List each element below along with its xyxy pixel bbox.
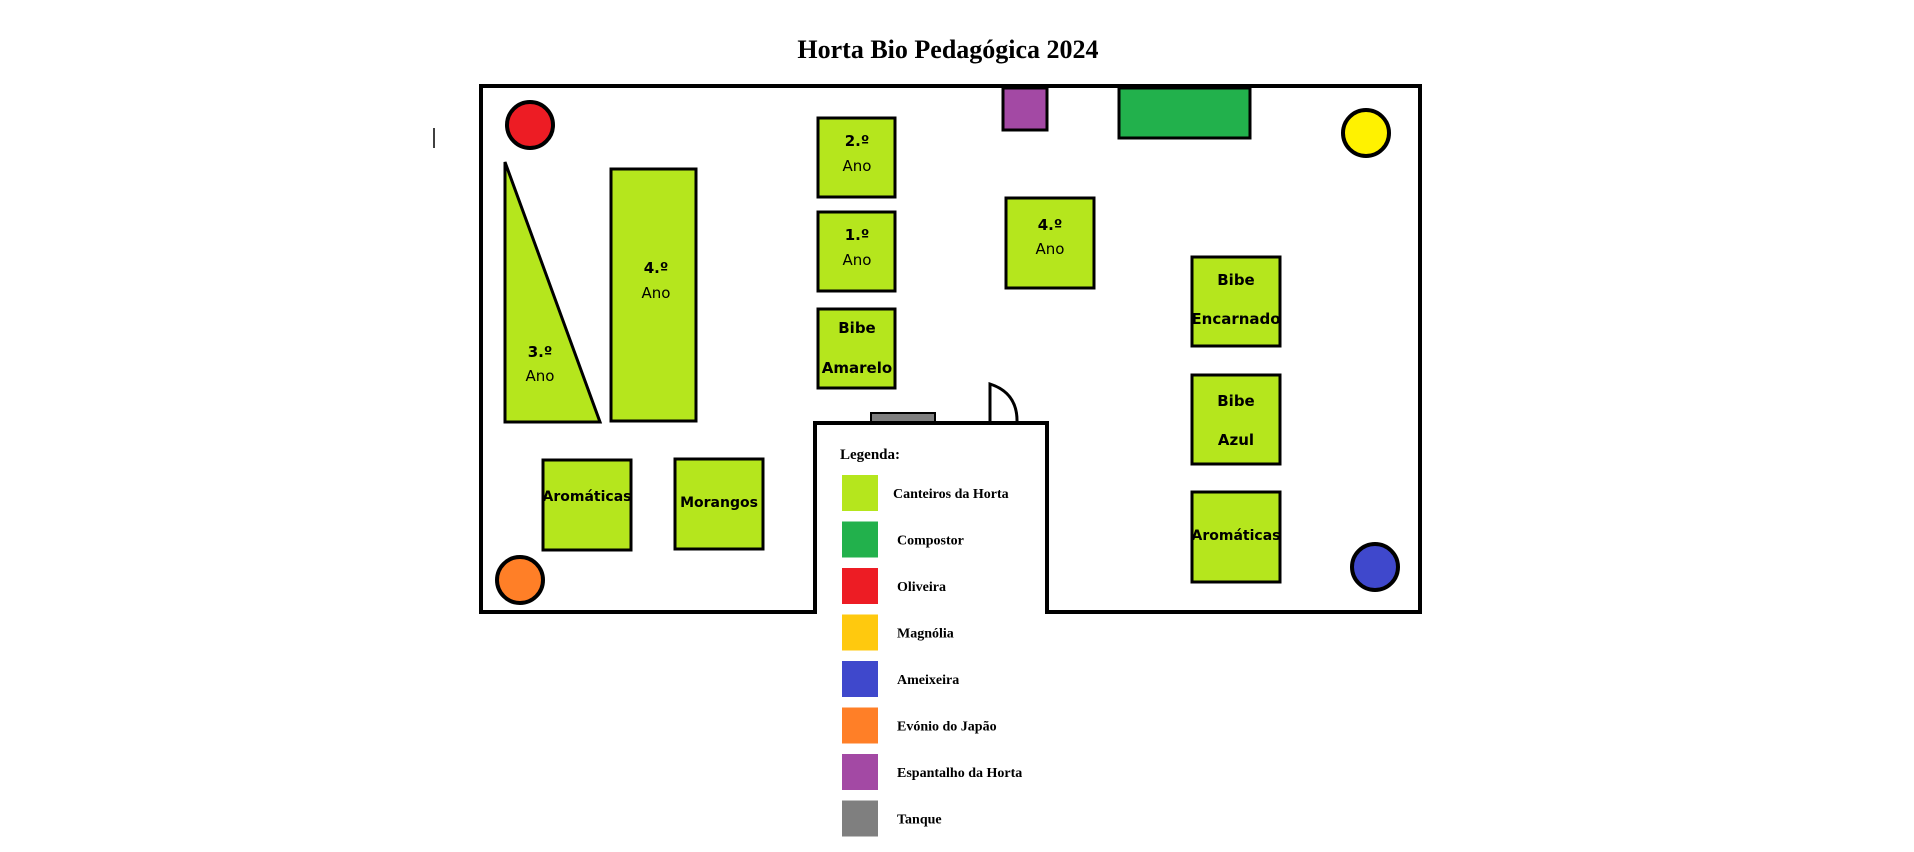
legend-swatch <box>842 800 878 837</box>
bed-label: 2.º <box>845 132 870 150</box>
bed-bibe-azul <box>1190 373 1282 466</box>
bed-bibe-amarelo <box>816 307 897 390</box>
compostor <box>1117 86 1252 140</box>
espantalho-da-horta <box>1001 86 1049 132</box>
bed-4-ano-center <box>1004 196 1096 290</box>
bed-label: 4.º <box>644 259 669 277</box>
bed-morangos <box>673 457 765 551</box>
bed-label: Ano <box>1036 240 1065 258</box>
bed-label: Morangos <box>680 495 758 511</box>
oliveira-tree <box>505 100 555 150</box>
bed-label: 4.º <box>1038 216 1063 234</box>
bed-2-ano <box>816 116 897 199</box>
page-title: Horta Bio Pedagógica 2024 <box>797 35 1098 64</box>
legend-swatch <box>842 707 878 744</box>
legend-label: Tanque <box>897 813 942 828</box>
legend-swatch <box>842 614 878 651</box>
bed-label: 3.º <box>528 343 553 361</box>
magnolia-tree <box>1341 108 1391 158</box>
legend: Canteiros da HortaCompostorOliveiraMagnó… <box>842 475 1022 837</box>
bed-label: Bibe <box>1217 271 1255 289</box>
legend-label: Compostor <box>897 534 964 549</box>
bed-label: Ano <box>642 284 671 302</box>
door <box>988 381 1019 424</box>
legend-label: Espantalho da Horta <box>897 766 1022 781</box>
legend-swatch <box>842 475 878 511</box>
bed-label: Aromáticas <box>1192 528 1281 544</box>
bed-bibe-encarnado <box>1190 255 1282 348</box>
bed-aromaticas-left <box>541 458 633 552</box>
bed-label: Bibe <box>1217 392 1255 410</box>
bed-label: Ano <box>843 157 872 175</box>
legend-label: Evónio do Japão <box>897 720 997 735</box>
legend-swatch <box>842 521 878 558</box>
bed-3-ano <box>503 161 603 424</box>
bed-label: Aromáticas <box>543 489 632 505</box>
legend-label: Magnólia <box>897 627 954 642</box>
bed-4-ano-left <box>609 167 698 423</box>
bed-label: Amarelo <box>822 359 892 377</box>
bed-1-ano <box>816 210 897 293</box>
bed-label: Ano <box>843 251 872 269</box>
bed-label: Encarnado <box>1191 310 1280 328</box>
bed-label: 1.º <box>845 226 870 244</box>
legend-label: Ameixeira <box>897 673 959 688</box>
bed-label: Azul <box>1218 431 1254 449</box>
legend-heading: Legenda: <box>840 447 900 463</box>
legend-swatch <box>842 661 878 697</box>
evonio-tree <box>495 555 545 605</box>
bed-label: Ano <box>526 367 555 385</box>
tanque <box>870 412 936 423</box>
ameixeira-tree <box>1350 542 1400 592</box>
legend-label: Canteiros da Horta <box>893 487 1009 502</box>
bed-aromaticas-right <box>1190 490 1282 584</box>
bed-label: Bibe <box>838 319 876 337</box>
legend-swatch <box>842 754 878 790</box>
legend-swatch <box>842 568 878 604</box>
legend-label: Oliveira <box>897 580 946 595</box>
